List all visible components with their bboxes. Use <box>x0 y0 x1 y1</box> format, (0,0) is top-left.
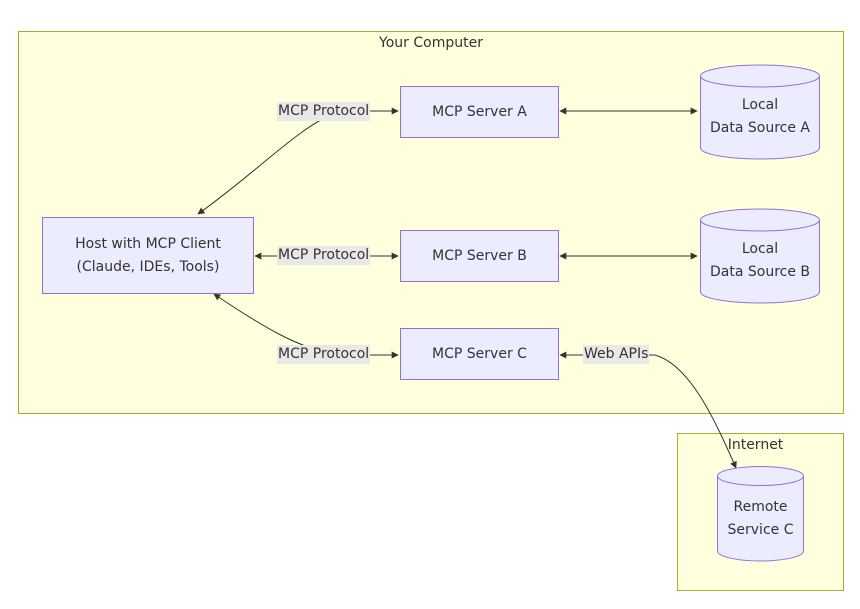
source-b-line-1: Local <box>741 241 779 257</box>
edge-server-c-remote <box>559 351 737 469</box>
mcp-server-b-label: MCP Server B <box>432 247 527 264</box>
edge-host-server-a <box>197 107 399 215</box>
mcp-server-a-label: MCP Server A <box>432 103 527 120</box>
host-line-2: (Claude, IDEs, Tools) <box>76 258 220 275</box>
cluster-title: Internet <box>727 437 784 453</box>
mcp-server-b-node[interactable]: MCP Server B <box>400 230 559 282</box>
source-a-line-2: Data Source A <box>710 120 810 136</box>
mcp-server-c-label: MCP Server C <box>432 345 527 362</box>
database-icon <box>700 64 820 160</box>
edge-label-web-apis: Web APIs <box>583 345 650 364</box>
remote-service-c-node[interactable]: Remote Service C <box>717 466 804 562</box>
local-data-source-b-node[interactable]: Local Data Source B <box>700 208 820 304</box>
host-line-1: Host with MCP Client <box>75 235 221 252</box>
local-data-source-a-node[interactable]: Local Data Source A <box>700 64 820 160</box>
cluster-title: Your Computer <box>379 35 483 51</box>
source-b-line-2: Data Source B <box>709 264 811 280</box>
edge-label-mcp-protocol-b: MCP Protocol <box>277 246 371 265</box>
mcp-server-a-node[interactable]: MCP Server A <box>400 86 559 138</box>
database-icon <box>717 466 804 562</box>
remote-line-2: Service C <box>727 522 794 538</box>
edge-label-mcp-protocol-a: MCP Protocol <box>277 102 371 121</box>
source-a-line-1: Local <box>741 97 779 113</box>
remote-line-1: Remote <box>733 499 788 515</box>
mcp-server-c-node[interactable]: MCP Server C <box>400 328 559 380</box>
database-icon <box>700 208 820 304</box>
host-node[interactable]: Host with MCP Client (Claude, IDEs, Tool… <box>42 217 254 294</box>
edge-label-mcp-protocol-c: MCP Protocol <box>277 345 371 364</box>
